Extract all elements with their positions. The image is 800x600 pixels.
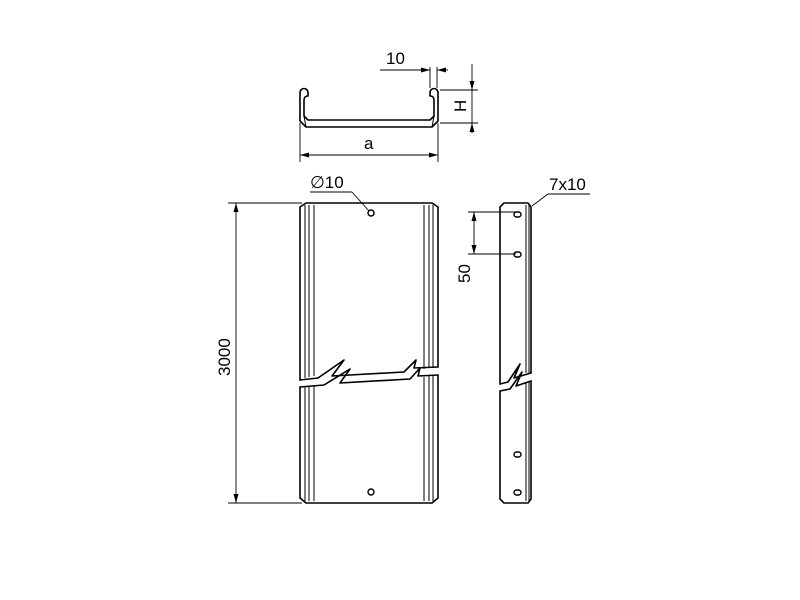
mounting-hole-bottom [367,488,375,496]
plan-break-line-lower [299,367,439,388]
plan-view: ∅10 3000 [215,173,439,504]
side-view-lower-segment [499,380,532,504]
plan-view-upper-segment [299,202,439,381]
mounting-hole-top [367,209,375,217]
cross-section-profile [299,87,439,128]
dimension-label-hole-diameter: ∅10 [310,173,344,192]
plan-break-line-upper [299,359,439,381]
dimension-label-h: H [451,100,470,112]
dimension-label-10: 10 [386,49,405,68]
slot-1 [513,211,522,218]
dimension-label-50: 50 [455,264,474,283]
dimension-hole-diameter: ∅10 [310,173,370,212]
dimension-height: H [440,64,478,133]
bend-line-left [303,115,307,128]
dimension-flange-width: 10 [380,49,448,88]
dimension-slot-size: 7x10 [531,175,590,207]
plan-view-lower-segment [299,374,439,504]
dimension-label-slot-size: 7x10 [549,175,586,194]
dimension-label-3000: 3000 [215,338,234,376]
dimension-width: a [299,123,439,162]
slot-4 [513,489,522,496]
slot-3 [513,451,522,458]
side-view-upper-segment [499,202,532,385]
dimension-length: 3000 [215,202,302,504]
bend-line-right [431,115,435,128]
dimension-slot-pitch: 50 [455,211,516,283]
cross-section-view: 10 H a [299,49,478,162]
side-view: 50 7x10 [455,175,590,504]
side-break-line-lower [499,371,532,392]
dimension-label-a: a [364,134,374,153]
slot-2 [513,251,522,258]
